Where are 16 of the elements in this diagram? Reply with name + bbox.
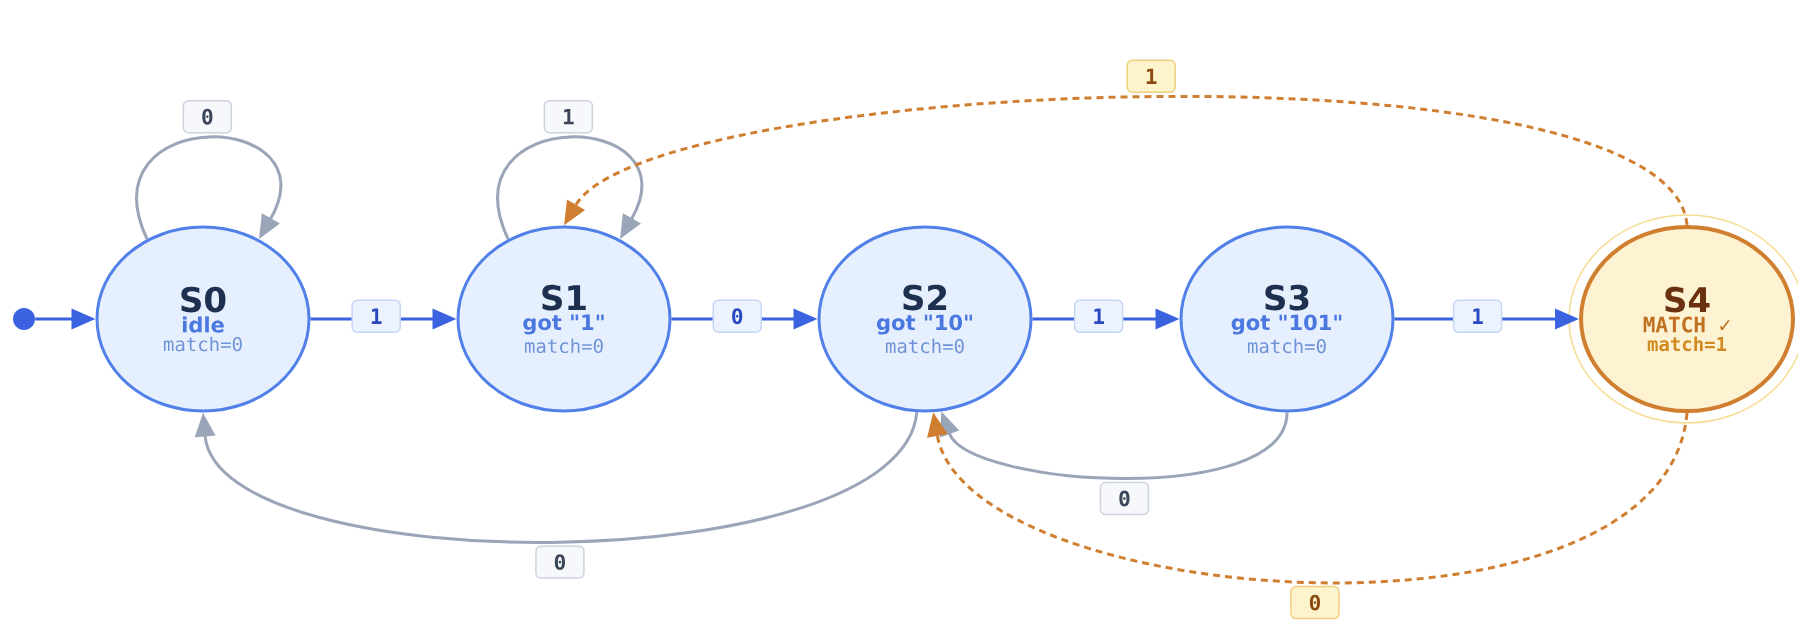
- dashed-arrow: [927, 412, 1689, 585]
- edge-label: 1: [351, 299, 401, 333]
- loop-arrow: [135, 135, 282, 240]
- edge-label: 1: [1126, 59, 1176, 94]
- arrow: [194, 411, 919, 544]
- edge-label: 0: [1099, 481, 1150, 516]
- edge-label: 0: [712, 299, 762, 333]
- loop-arrow: [496, 135, 643, 240]
- edge-label: 1: [1452, 299, 1503, 333]
- start-dot: [13, 308, 35, 330]
- edge-label: 1: [1073, 299, 1124, 333]
- edge-label: 0: [1290, 585, 1340, 620]
- edge-label: 0: [535, 545, 585, 579]
- edge-label: 1: [543, 99, 594, 134]
- edge-label: 0: [182, 99, 233, 134]
- dashed-arrow: [564, 95, 1689, 226]
